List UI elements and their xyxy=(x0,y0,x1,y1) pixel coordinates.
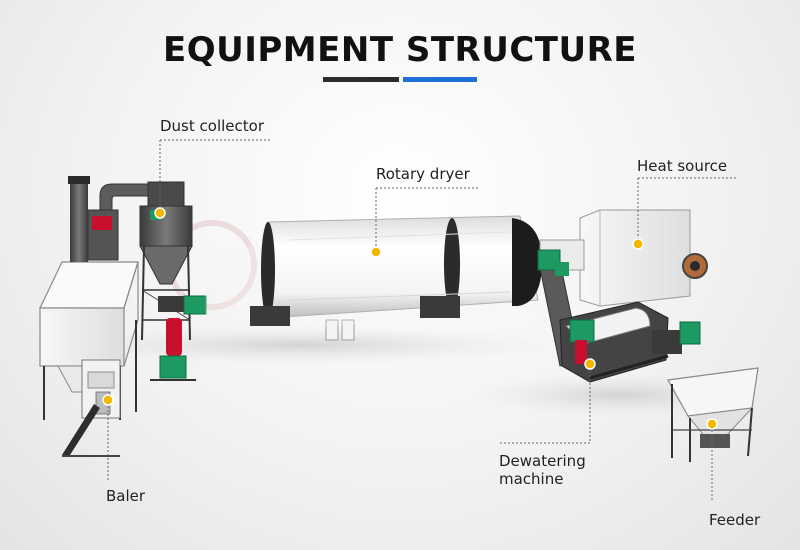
markers xyxy=(102,207,718,430)
dust-collector-machine xyxy=(68,176,355,381)
leader-lines xyxy=(107,139,736,500)
pin-marker-icon xyxy=(102,394,114,406)
title-underline-blue xyxy=(403,77,477,82)
label-baler: Baler xyxy=(106,487,146,505)
label-dewatering-line2: machine xyxy=(499,470,564,488)
label-feeder: Feeder xyxy=(709,511,761,529)
pin-marker-icon xyxy=(584,358,596,370)
pin-marker-icon xyxy=(154,207,166,219)
rotary-dryer-machine xyxy=(205,215,542,338)
baler-machine xyxy=(39,261,139,457)
pin-marker-icon xyxy=(632,238,644,250)
leader-line-dewatering xyxy=(500,366,591,444)
label-heat-source: Heat source xyxy=(637,157,728,175)
page-title: EQUIPMENT STRUCTURE xyxy=(163,30,637,70)
title-underline-dark xyxy=(323,77,399,82)
heat-source-machine xyxy=(539,209,708,307)
pin-marker-icon xyxy=(370,246,382,258)
label-dewatering-line1: Dewatering xyxy=(499,452,586,470)
pin-marker-icon xyxy=(706,418,718,430)
dewatering-machine xyxy=(559,301,701,383)
label-rotary-dryer: Rotary dryer xyxy=(376,165,470,183)
label-dust-collector: Dust collector xyxy=(160,117,264,135)
feeder-machine xyxy=(667,367,759,462)
